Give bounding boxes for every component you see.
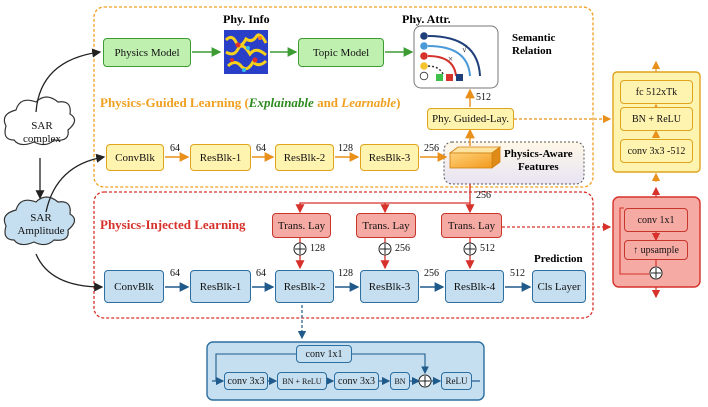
yellow-dim-2: 64 xyxy=(256,143,266,154)
physics-model-box: Physics Model xyxy=(103,38,191,67)
svg-text:×: × xyxy=(448,54,453,64)
prediction-label: Prediction xyxy=(534,253,583,265)
trans-lay-3: Trans. Lay xyxy=(441,213,502,238)
physics-guided-learning-title: Physics-Guided Learning (Explainable and… xyxy=(100,95,401,110)
yellow-resblk-1: ResBlk-1 xyxy=(190,144,251,171)
blue-dim-2: 64 xyxy=(256,268,266,279)
yellow-detail-bn-relu: BN + ReLU xyxy=(620,107,693,131)
inject-dim-2: 256 xyxy=(395,243,410,254)
yellow-dim-4: 256 xyxy=(424,143,439,154)
blue-dim-3: 128 xyxy=(338,268,353,279)
phy-attr-label: Phy. Attr. xyxy=(402,12,451,26)
plus-node-2 xyxy=(378,242,392,256)
red-detail-conv1x1: conv 1x1 xyxy=(624,208,688,232)
blue-resblk-3: ResBlk-3 xyxy=(360,270,419,303)
svg-text:√: √ xyxy=(462,44,467,54)
phy-info-label: Phy. Info xyxy=(223,12,270,26)
phy-info-image xyxy=(224,30,268,74)
yellow-detail-conv: conv 3x3 -512 xyxy=(620,139,693,163)
trans-lay-1: Trans. Lay xyxy=(272,213,331,238)
inject-dim-3: 512 xyxy=(480,243,495,254)
dim-512-top: 512 xyxy=(476,92,491,103)
dim-256-mid: 256 xyxy=(476,190,491,201)
resblk-detail-conv-1: conv 3x3 xyxy=(224,372,268,390)
resblk-detail-conv-2: conv 3x3 xyxy=(334,372,379,390)
resblk-detail-plus xyxy=(418,374,432,388)
trans-lay-2: Trans. Lay xyxy=(356,213,416,238)
blue-resblk-4: ResBlk-4 xyxy=(445,270,504,303)
yellow-resblk-2: ResBlk-2 xyxy=(275,144,334,171)
resblk-detail-panel xyxy=(206,341,485,401)
plus-node-3 xyxy=(463,242,477,256)
red-detail-upsample: ↑ upsample xyxy=(624,240,688,260)
phy-guided-lay-box: Phy. Guided-Lay. xyxy=(427,108,514,130)
plus-node-1 xyxy=(293,242,307,256)
yellow-convblk: ConvBlk xyxy=(106,144,164,171)
inject-dim-1: 128 xyxy=(310,243,325,254)
physics-injected-learning-title: Physics-Injected Learning xyxy=(100,217,246,232)
blue-convblk: ConvBlk xyxy=(104,270,164,303)
cls-layer-box: Cls Layer xyxy=(532,270,586,303)
yellow-dim-1: 64 xyxy=(170,143,180,154)
blue-resblk-1: ResBlk-1 xyxy=(190,270,251,303)
topic-model-box: Topic Model xyxy=(298,38,384,67)
blue-dim-5: 512 xyxy=(510,268,525,279)
resblk-detail-bn: BN xyxy=(390,372,410,390)
feature-cube xyxy=(448,146,502,169)
resblk-detail-relu: ReLU xyxy=(441,372,472,390)
sar-complex-cloud xyxy=(3,96,76,146)
red-detail-plus xyxy=(649,266,663,280)
resblk-detail-bn-relu: BN + ReLU xyxy=(277,372,327,390)
yellow-detail-fc: fc 512xTk xyxy=(620,80,693,104)
yellow-dim-3: 128 xyxy=(338,143,353,154)
phy-attr-card: × √ xyxy=(413,25,499,89)
physics-injected-region xyxy=(93,191,594,319)
blue-resblk-2: ResBlk-2 xyxy=(275,270,334,303)
resblk-detail-skip-conv: conv 1x1 xyxy=(296,345,352,363)
yellow-resblk-3: ResBlk-3 xyxy=(360,144,419,171)
blue-dim-1: 64 xyxy=(170,268,180,279)
blue-dim-4: 256 xyxy=(424,268,439,279)
sar-amplitude-cloud xyxy=(3,196,76,246)
